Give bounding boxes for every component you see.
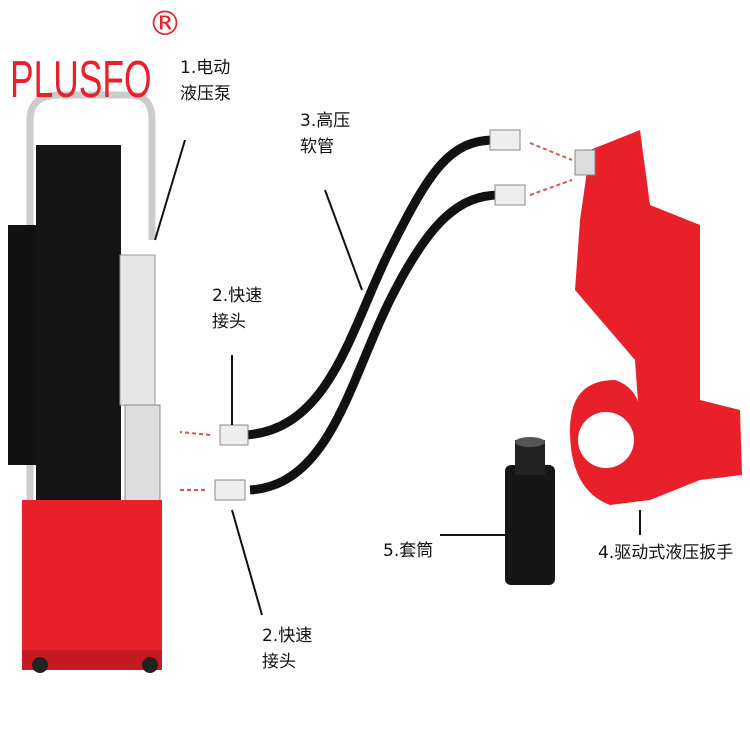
- label-line: 3.高压: [300, 111, 351, 131]
- electric-pump: [8, 91, 162, 673]
- coupler-icon: [214, 479, 246, 501]
- registered-mark: ®: [148, 4, 182, 44]
- coupler-icon: [219, 424, 249, 446]
- brand-logo: PLUSFO: [10, 51, 152, 109]
- coupler-icon: [494, 184, 526, 206]
- hose-top: [244, 135, 496, 440]
- label-line: 软管: [300, 137, 334, 157]
- flow-arrows: [178, 142, 573, 491]
- coupler-icon: [489, 129, 521, 151]
- label-pump: 1.电动液压泵: [180, 55, 231, 107]
- label-hose: 3.高压软管: [300, 108, 350, 160]
- label-line: 接头: [212, 312, 246, 332]
- hose-bottom: [249, 190, 501, 495]
- label-line: 2.快速: [262, 626, 313, 646]
- leader-lines: [154, 139, 641, 616]
- socket: [505, 437, 555, 585]
- label-line: 1.电动: [180, 58, 231, 78]
- label-coupler-top: 2.快速接头: [212, 283, 262, 335]
- hydraulic-wrench: [570, 130, 742, 505]
- label-line: 2.快速: [212, 286, 263, 306]
- label-line: 液压泵: [180, 84, 231, 104]
- label-wrench: 4.驱动式液压扳手: [598, 543, 734, 563]
- label-coupler-bottom: 2.快速接头: [262, 623, 312, 675]
- label-socket: 5.套筒: [383, 541, 434, 561]
- label-line: 接头: [262, 652, 296, 672]
